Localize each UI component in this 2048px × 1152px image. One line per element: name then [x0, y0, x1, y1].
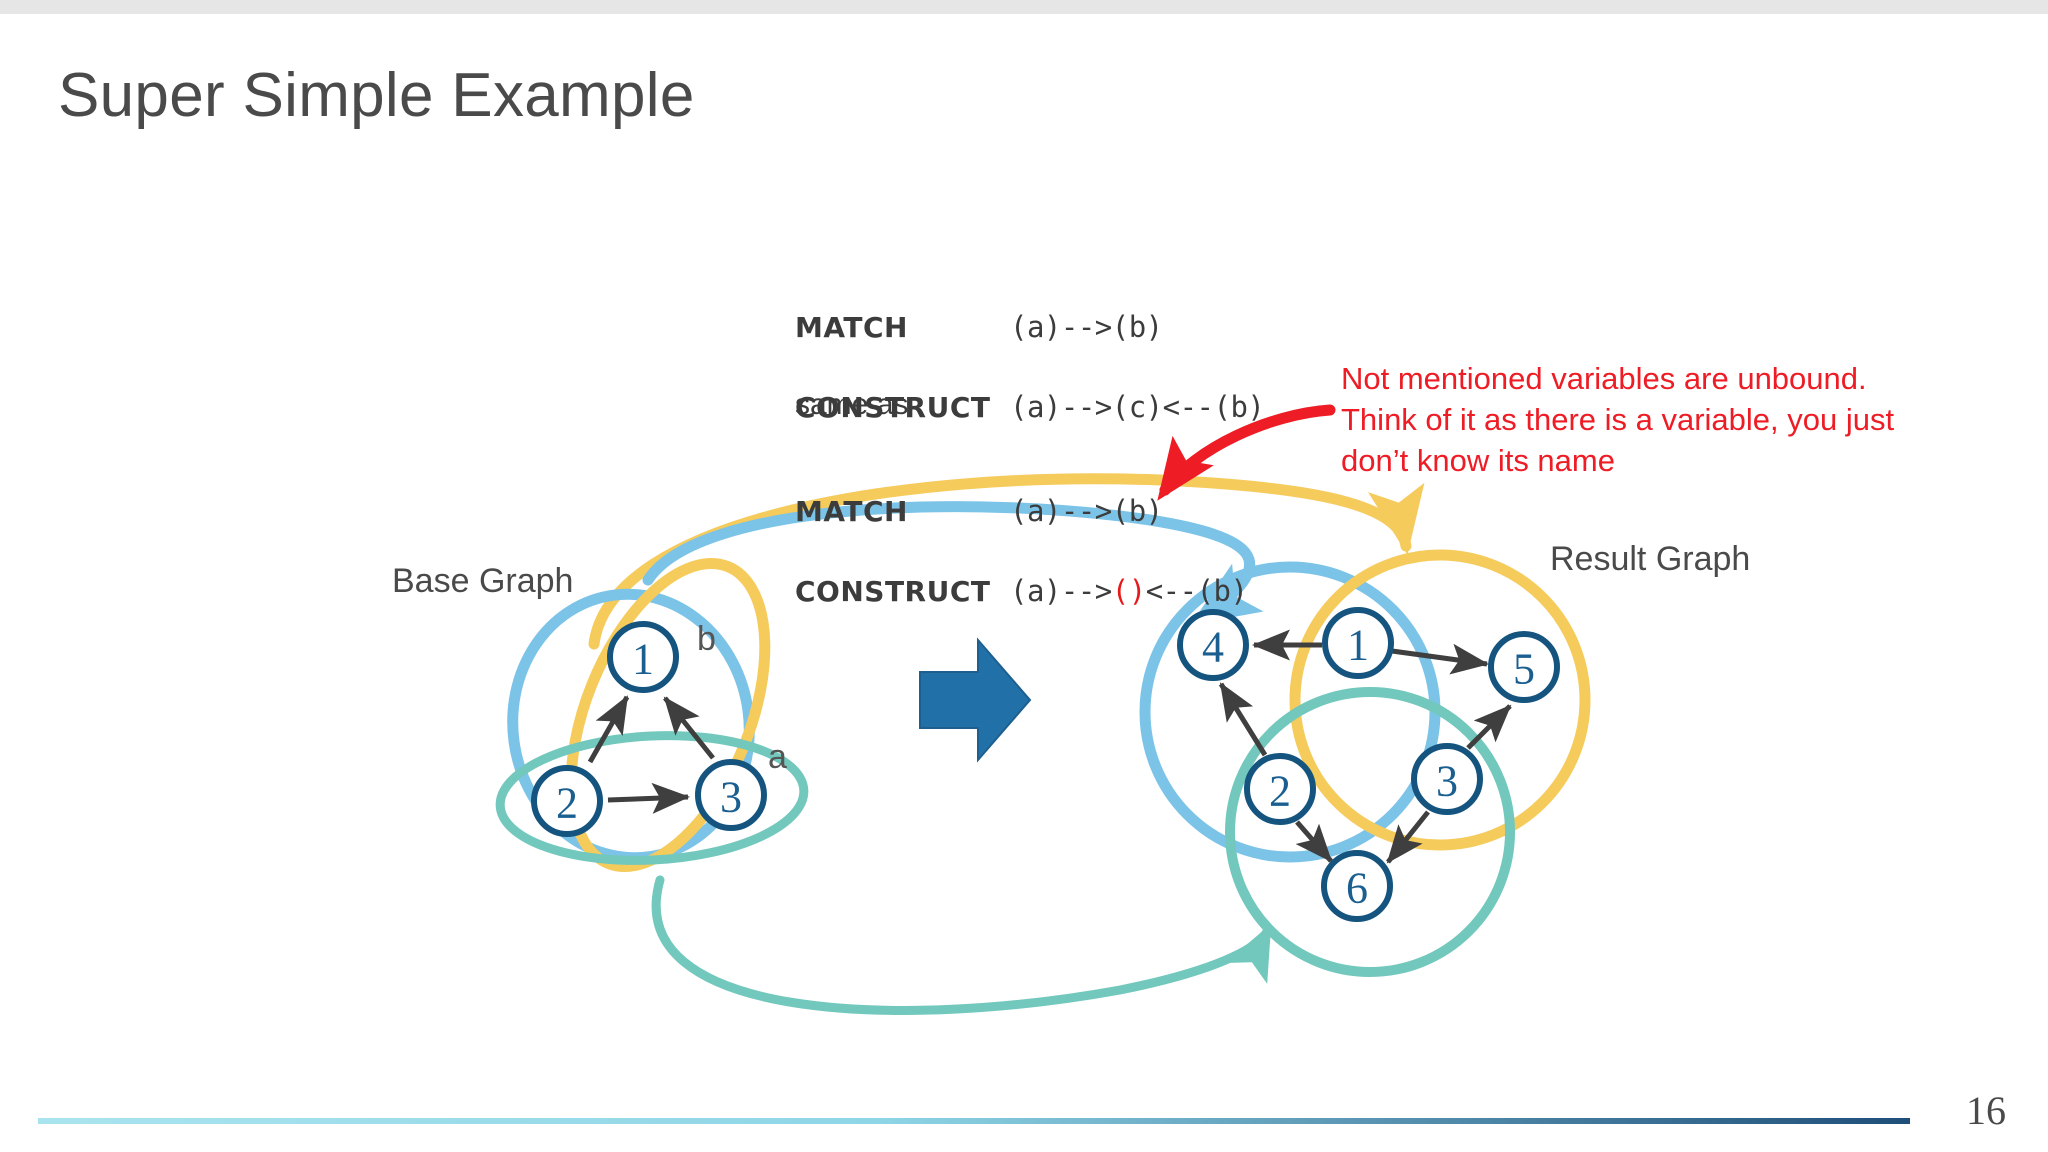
code-row-match-1: MATCH (a)-->(b) — [795, 310, 1264, 352]
result-node-2[interactable]: 2 — [1244, 753, 1316, 825]
base-graph-nodes: 1 2 3 — [531, 621, 767, 837]
big-right-arrow — [919, 637, 1032, 763]
page-number: 16 — [1966, 1088, 2006, 1133]
result-node-3[interactable]: 3 — [1411, 743, 1483, 815]
base-node-1-label: 1 — [632, 635, 654, 684]
base-node-2-label: 2 — [556, 779, 578, 828]
pattern-unbound-node: () — [1111, 574, 1146, 608]
base-var-label-a: a — [768, 738, 787, 776]
result-graph-edges — [1218, 629, 1512, 864]
footer-gradient-line — [38, 1118, 1910, 1124]
pattern-part-before: (a)--> — [1010, 574, 1112, 608]
base-node-3[interactable]: 3 — [695, 759, 767, 831]
blue-connector-curve — [642, 501, 1264, 626]
result-graph-label: Result Graph — [1550, 540, 1751, 578]
edge-2-to-1 — [587, 695, 630, 764]
pattern-construct: (a)-->(c)<--(b) — [1010, 390, 1265, 424]
result-node-3-label: 3 — [1436, 757, 1458, 806]
result-node-1[interactable]: 1 — [1322, 607, 1394, 679]
base-node-2[interactable]: 2 — [531, 765, 603, 837]
edge-3-to-6 — [1386, 810, 1430, 864]
pattern-match: (a)-->(b) — [1010, 494, 1163, 528]
pattern-construct: (a)-->()<--(b) — [1010, 574, 1248, 608]
unbound-variable-annotation: Not mentioned variables are unbound. Thi… — [1341, 361, 1895, 478]
result-graph-nodes: 4 1 5 2 3 — [1177, 607, 1560, 922]
edge-2-to-4 — [1218, 682, 1268, 757]
edge-3-to-5 — [1466, 704, 1512, 750]
result-node-4[interactable]: 4 — [1177, 609, 1249, 681]
result-graph: 4 1 5 2 3 — [1139, 549, 1591, 977]
keyword-construct: CONSTRUCT — [795, 391, 991, 424]
result-yellow-circle — [1289, 549, 1591, 851]
result-node-4-label: 4 — [1202, 623, 1224, 672]
result-node-1-label: 1 — [1347, 621, 1369, 670]
pattern-match: (a)-->(b) — [1010, 310, 1163, 344]
keyword-match: MATCH — [795, 495, 908, 528]
code-block-second: MATCH (a)-->(b) CONSTRUCT (a)-->()<--(b) — [795, 456, 1248, 654]
base-var-label-b: b — [697, 620, 716, 658]
keyword-construct: CONSTRUCT — [795, 575, 991, 608]
keyword-match: MATCH — [795, 311, 908, 344]
result-teal-circle — [1225, 687, 1515, 977]
edge-2-to-3 — [607, 782, 690, 814]
top-band — [0, 0, 2048, 14]
base-graph-label: Base Graph — [392, 562, 574, 600]
result-node-2-label: 2 — [1269, 767, 1291, 816]
code-row-construct-1: CONSTRUCT (a)-->(c)<--(b) — [795, 390, 1265, 432]
base-graph-edges — [587, 695, 715, 814]
page-title: Super Simple Example — [58, 61, 695, 130]
base-to-result-connectors — [588, 473, 1425, 1015]
teal-connector-curve — [651, 875, 1273, 1015]
edge-2-to-6 — [1295, 820, 1333, 863]
same-as-text: same as — [795, 388, 909, 421]
edge-1-to-5 — [1391, 643, 1489, 675]
result-node-6[interactable]: 6 — [1321, 850, 1393, 922]
base-node-3-label: 3 — [720, 773, 742, 822]
edge-3-to-1 — [663, 696, 715, 760]
result-node-6-label: 6 — [1346, 864, 1368, 913]
code-block-first: MATCH (a)-->(b) CONSTRUCT (a)-->(c)<--(b… — [795, 272, 1265, 470]
result-node-5[interactable]: 5 — [1488, 631, 1560, 703]
code-row-construct-2: CONSTRUCT (a)-->()<--(b) — [795, 574, 1248, 616]
code-row-match-2: MATCH (a)-->(b) — [795, 494, 1247, 536]
base-graph: 1 2 3 b a — [495, 558, 809, 872]
pattern-part-after: <--(b) — [1145, 574, 1248, 608]
red-callout-arrow — [1157, 404, 1336, 501]
base-node-1[interactable]: 1 — [607, 621, 679, 693]
base-teal-ellipse — [495, 731, 809, 865]
result-node-5-label: 5 — [1513, 645, 1535, 694]
